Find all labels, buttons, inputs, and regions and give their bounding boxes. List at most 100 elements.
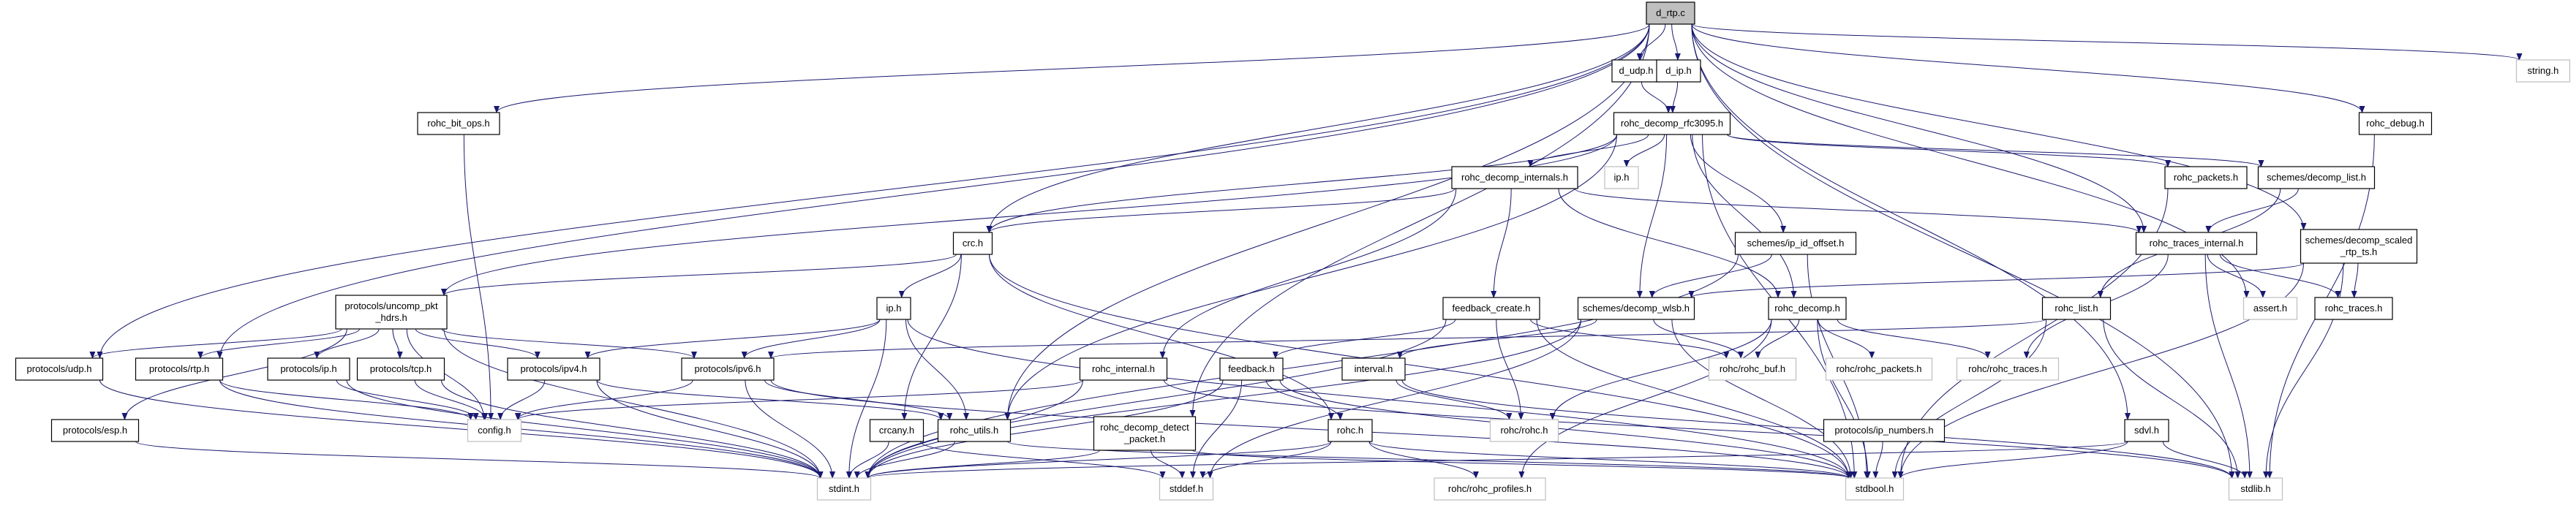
node-box[interactable]: [2358, 112, 2433, 135]
node-rohc-decomp-rfc3095-h[interactable]: rohc_decomp_rfc3095.h: [1613, 112, 1731, 135]
node-rohc-list-h[interactable]: rohc_list.h: [2041, 297, 2112, 320]
node-rohc-rohc-traces-h[interactable]: rohc/rohc_traces.h: [1956, 357, 2060, 381]
node-box[interactable]: [1734, 232, 1857, 255]
node-rohc-traces-h[interactable]: rohc_traces.h: [2314, 297, 2393, 320]
node-box[interactable]: [1656, 59, 1701, 83]
node-box[interactable]: [1708, 357, 1797, 381]
node-stdbool-h[interactable]: stdbool.h: [1845, 477, 1905, 501]
node-box[interactable]: [356, 357, 445, 381]
node-crcany-h[interactable]: crcany.h: [869, 419, 924, 442]
node-box[interactable]: [1434, 477, 1546, 501]
node-rohc-debug-h[interactable]: rohc_debug.h: [2358, 112, 2433, 135]
node-protocols-ip-h[interactable]: protocols/ip.h: [267, 357, 350, 381]
node-ip-h-sys[interactable]: ip.h: [1604, 166, 1639, 189]
node-box[interactable]: [267, 357, 350, 381]
node-box[interactable]: [1079, 357, 1168, 381]
node-sdvl-h[interactable]: sdvl.h: [2124, 419, 2169, 442]
node-box[interactable]: [2164, 166, 2248, 189]
node-box[interactable]: [681, 357, 775, 381]
node-box[interactable]: [467, 419, 522, 442]
node-protocols-esp-h[interactable]: protocols/esp.h: [50, 419, 140, 442]
node-box[interactable]: [1845, 477, 1905, 501]
node-box[interactable]: [2135, 232, 2258, 255]
node-rohc-h[interactable]: rohc.h: [1327, 419, 1373, 442]
edge-ip-h-to-rohc-utils-h: [905, 319, 969, 420]
node-schemes-ip-id-offset-h[interactable]: schemes/ip_id_offset.h: [1734, 232, 1857, 255]
node-rohc-decomp-detect-packet-h[interactable]: rohc_decomp_detect_packet.h: [1093, 416, 1197, 451]
node-protocols-uncomp-pkt-hdrs-h[interactable]: protocols/uncomp_pkt_hdrs.h: [335, 295, 448, 330]
node-box[interactable]: [2228, 477, 2283, 501]
node-box[interactable]: [2515, 59, 2571, 83]
node-protocols-ipv6-h[interactable]: protocols/ipv6.h: [681, 357, 775, 381]
node-config-h[interactable]: config.h: [467, 419, 522, 442]
node-stdlib-h[interactable]: stdlib.h: [2228, 477, 2283, 501]
node-box[interactable]: [1442, 297, 1540, 320]
node-crc-h[interactable]: crc.h: [952, 232, 993, 255]
node-d-udp-h[interactable]: d_udp.h: [1611, 59, 1661, 83]
node-rohc-decomp-internals-h[interactable]: rohc_decomp_internals.h: [1451, 166, 1578, 189]
node-box[interactable]: [50, 419, 140, 442]
node-box[interactable]: [1768, 297, 1847, 320]
node-rohc-rohc-profiles-h[interactable]: rohc/rohc_profiles.h: [1434, 477, 1546, 501]
node-box[interactable]: [1956, 357, 2060, 381]
node-rohc-decomp-h[interactable]: rohc_decomp.h: [1768, 297, 1847, 320]
node-schemes-decomp-wlsb-h[interactable]: schemes/decomp_wlsb.h: [1577, 297, 1695, 320]
node-string-h[interactable]: string.h: [2515, 59, 2571, 83]
node-box[interactable]: [1093, 416, 1197, 451]
node-protocols-ip-numbers-h[interactable]: protocols/ip_numbers.h: [1823, 419, 1946, 442]
node-box[interactable]: [1611, 59, 1661, 83]
node-assert-h[interactable]: assert.h: [2242, 297, 2298, 320]
node-box[interactable]: [1159, 477, 1214, 501]
node-box[interactable]: [2242, 297, 2298, 320]
node-protocols-rtp-h[interactable]: protocols/rtp.h: [135, 357, 224, 381]
node-box[interactable]: [1451, 166, 1578, 189]
node-protocols-tcp-h[interactable]: protocols/tcp.h: [356, 357, 445, 381]
node-ip-h[interactable]: ip.h: [876, 297, 911, 320]
node-box[interactable]: [952, 232, 993, 255]
node-box[interactable]: [1613, 112, 1731, 135]
node-box[interactable]: [2257, 166, 2376, 189]
node-box[interactable]: [1646, 1, 1695, 25]
node-protocols-ipv4-h[interactable]: protocols/ipv4.h: [507, 357, 600, 381]
node-box[interactable]: [1825, 357, 1933, 381]
node-box[interactable]: [1341, 357, 1406, 381]
node-box[interactable]: [1823, 419, 1946, 442]
node-box[interactable]: [15, 357, 104, 381]
node-schemes-decomp-list-h[interactable]: schemes/decomp_list.h: [2257, 166, 2376, 189]
node-interval-h[interactable]: interval.h: [1341, 357, 1406, 381]
node-box[interactable]: [417, 112, 500, 135]
node-rohc-rohc-packets-h[interactable]: rohc/rohc_packets.h: [1825, 357, 1933, 381]
node-box[interactable]: [1219, 357, 1284, 381]
node-box[interactable]: [2124, 419, 2169, 442]
node-d-ip-h[interactable]: d_ip.h: [1656, 59, 1701, 83]
node-rohc-bit-ops-h[interactable]: rohc_bit_ops.h: [417, 112, 500, 135]
node-rohc-internal-h[interactable]: rohc_internal.h: [1079, 357, 1168, 381]
node-box[interactable]: [2041, 297, 2112, 320]
node-box[interactable]: [937, 419, 1012, 442]
node-box[interactable]: [507, 357, 600, 381]
node-stddef-h[interactable]: stddef.h: [1159, 477, 1214, 501]
node-box[interactable]: [135, 357, 224, 381]
node-box[interactable]: [1604, 166, 1639, 189]
node-box[interactable]: [1327, 419, 1373, 442]
node-box[interactable]: [1577, 297, 1695, 320]
node-rohc-rohc-h[interactable]: rohc/rohc.h: [1489, 419, 1559, 442]
node-box[interactable]: [2314, 297, 2393, 320]
node-box[interactable]: [876, 297, 911, 320]
node-schemes-decomp-scaled-rtp-ts-h[interactable]: schemes/decomp_scaled_rtp_ts.h: [2300, 229, 2418, 264]
node-feedback-h[interactable]: feedback.h: [1219, 357, 1284, 381]
node-box[interactable]: [2300, 229, 2418, 264]
node-rohc-packets-h[interactable]: rohc_packets.h: [2164, 166, 2248, 189]
node-box[interactable]: [816, 477, 872, 501]
node-rohc-traces-internal-h[interactable]: rohc_traces_internal.h: [2135, 232, 2258, 255]
edge-crc-h-to-rohc-h: [989, 254, 1334, 420]
node-box[interactable]: [1489, 419, 1559, 442]
node-rohc-rohc-buf-h[interactable]: rohc/rohc_buf.h: [1708, 357, 1797, 381]
node-stdint-h[interactable]: stdint.h: [816, 477, 872, 501]
node-d-rtp-c[interactable]: d_rtp.c: [1646, 1, 1695, 25]
node-rohc-utils-h[interactable]: rohc_utils.h: [937, 419, 1012, 442]
node-feedback-create-h[interactable]: feedback_create.h: [1442, 297, 1540, 320]
node-box[interactable]: [335, 295, 448, 330]
node-box[interactable]: [869, 419, 924, 442]
node-protocols-udp-h[interactable]: protocols/udp.h: [15, 357, 104, 381]
